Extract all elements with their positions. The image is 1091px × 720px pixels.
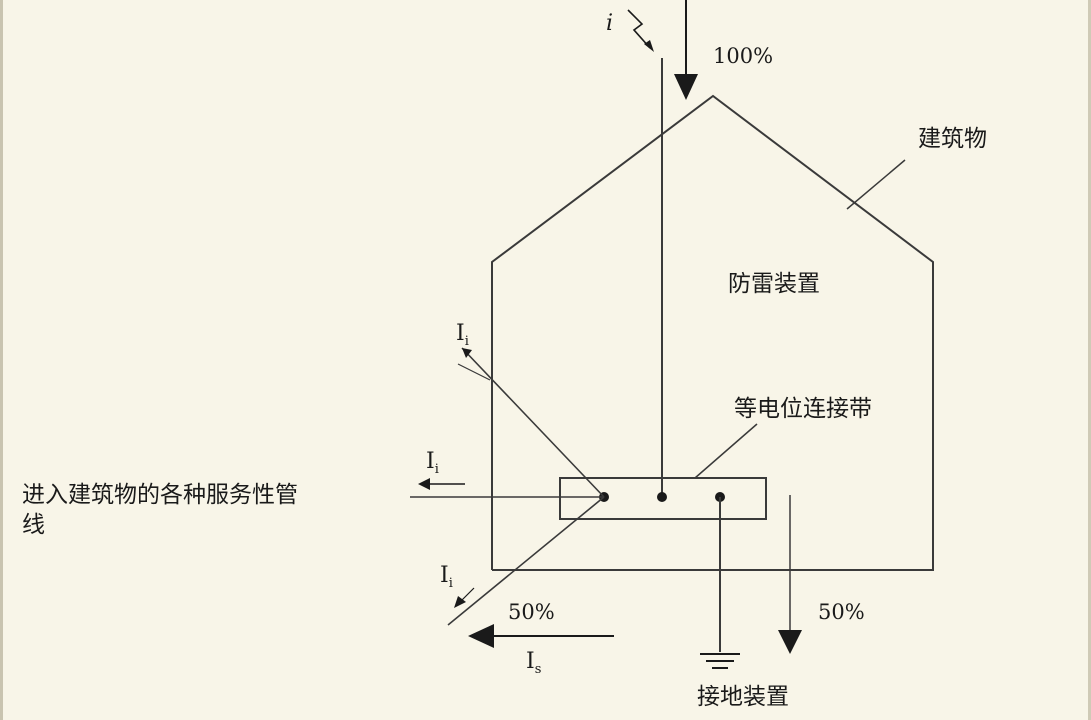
building-leader-line [846, 159, 906, 210]
service-line-lower [447, 496, 605, 626]
right-percent-label: 50% [818, 600, 865, 624]
ground-symbol-icon [700, 653, 740, 669]
service-line-upper [461, 347, 605, 498]
lower-current-label: Ii [440, 563, 453, 591]
left-percent-label: 50% [508, 600, 555, 624]
middle-current-arrow-icon [418, 478, 430, 490]
left-current-is-label: Is [526, 649, 541, 677]
bonding-bar-label: 等电位连接带 [734, 396, 872, 422]
bonding-bar [559, 477, 767, 520]
service-line-upper-tick [457, 363, 491, 381]
lightning-protection-label: 防雷装置 [728, 271, 820, 297]
upper-current-label: Ii [456, 321, 469, 349]
bonding-node-2 [657, 492, 667, 502]
building-label: 建筑物 [918, 126, 987, 152]
left-current-arrow-icon [468, 624, 494, 648]
lightning-bolt-arrowhead [644, 40, 654, 52]
top-percent-label: 100% [713, 44, 773, 68]
right-border [1088, 0, 1091, 720]
right-current-arrow-icon [778, 630, 802, 654]
lightning-current-label: i [606, 11, 613, 36]
services-label-line2: 线 [22, 512, 45, 538]
lightning-bolt-icon [627, 9, 651, 49]
upper-current-arrow-icon [462, 348, 472, 358]
services-label-line1: 进入建筑物的各种服务性管 [22, 482, 298, 508]
middle-current-label: Ii [426, 449, 439, 477]
building-outline [491, 94, 934, 571]
top-current-arrow-icon [674, 74, 698, 100]
lower-current-arrow-icon [454, 596, 466, 608]
left-border [0, 0, 3, 720]
grounding-label: 接地装置 [697, 684, 789, 710]
bonding-bar-leader-line [694, 423, 758, 479]
